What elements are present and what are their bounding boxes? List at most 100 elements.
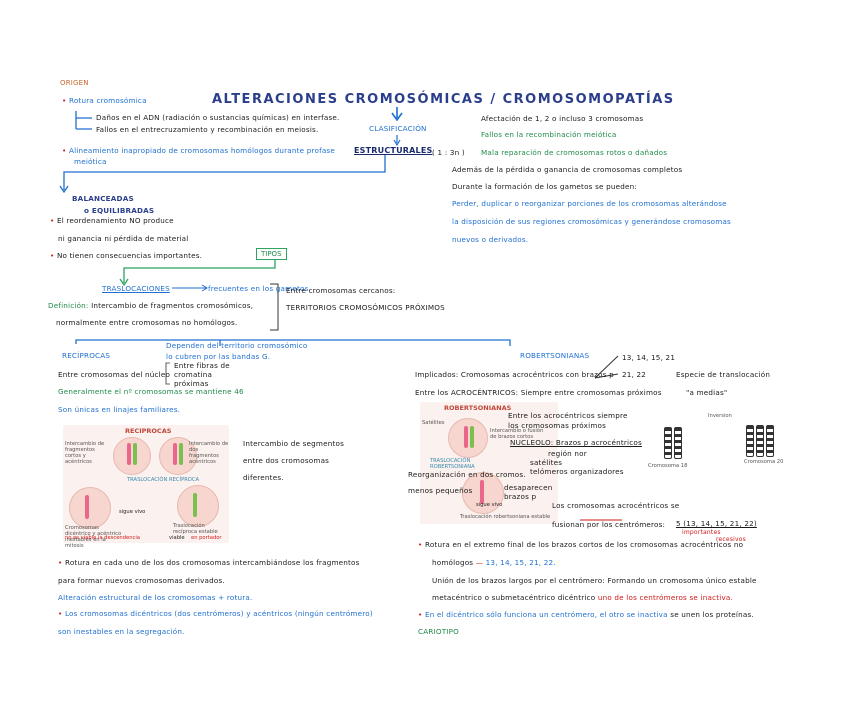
origen-item-1: • Rotura cromosómica [62,96,147,105]
clasif-line-3: Mala reparación de cromosomas rotos o da… [481,148,668,157]
rob-p7: desaparecen [504,483,553,492]
chromosome-red [127,443,131,465]
fig-label-5: Traslocación recíproca estable [173,523,218,535]
cell-circle-top-left [113,437,151,475]
rob-bottom-3: 13, 14, 15, 21, 22. [485,558,556,567]
reciprocas-desc-2: entre dos cromosomas [243,456,330,465]
rob-bottom-1-text: Rotura en el extremo final de los brazos… [424,540,744,549]
fig-label-2: Intercambio de dos fragmentos acéntricos [189,441,229,465]
robertsonianas-arrow-2: 21, 22 [622,370,647,379]
clasif-line-2: Fallos en la recombinación meiótica [481,130,617,139]
rob-fig-4: Traslocación robertsoniana estable [460,514,551,520]
balanceadas-line-2: ni ganancia ni pérdida de material [58,234,189,243]
fig-hand-3: viable [169,535,185,541]
definicion-text: Intercambio de fragmentos cromosómicos, [91,301,254,310]
rotura-line-4: • Los cromosomas dicéntricos (dos centró… [58,609,373,618]
reciprocas-panel-title: RECIPROCAS [125,427,172,435]
rotura-line-3: Alteración estructural de los cromosomas… [58,593,253,602]
reciprocas-line-1: Entre cromosomas del núcleo [58,370,171,379]
rob-p4: región nor [548,449,587,458]
definicion-line-2: normalmente entre cromosomas no homólogo… [56,318,238,327]
reciprocas-note-3: próximas [174,379,209,388]
balanceadas-line-3: • No tienen consecuencias importantes. [50,251,203,260]
origen-item-1-text: Rotura cromosómica [68,96,147,105]
territorios-label: TERRITORIOS CROMOSÓMICOS PRÓXIMOS [286,303,445,312]
equilibradas-label: o EQUILIBRADAS [84,206,155,215]
dependen-line-2: lo cubren por las bandas G. [166,352,271,361]
chromosome-dicentric [85,495,89,519]
rob-p13: 5 (13, 14, 15, 21, 22) [676,519,757,528]
karyotype-chromosome-3 [746,425,754,457]
fig-hand-1: sigue vivo [119,509,146,515]
cell-circle-bottom-right [177,485,219,527]
karyotype-chromosome-2 [674,427,682,459]
robertsonianas-note-1: Especie de translocación [676,370,771,379]
clasif-line-8: nuevos o derivados. [452,235,529,244]
rob-cell-top [448,418,488,458]
fig-hand-4: en portador [191,535,222,541]
karyotype-label-20: Cromosoma 20 [744,459,784,465]
traslocaciones-tail: frecuentes en los gametos. [208,284,312,293]
rob-p2: los cromosomas próximos [508,421,607,430]
clasif-line-5: Durante la formación de los gametos se p… [452,182,638,191]
rob-bottom-7: En el dicéntrico sólo funciona un centró… [424,610,668,619]
balanceadas-line-3-text: No tienen consecuencias importantes. [56,251,203,260]
rob-bottom-2-text: homólogos [432,558,474,567]
chromosome-green [133,443,137,465]
rob-bottom-5-line: metacéntrico o submetacéntrico dicéntric… [432,593,733,602]
chromosome-stable [193,493,197,517]
robertsonianas-panel-title: ROBERTSONIANAS [444,404,512,412]
rob-bottom-2: homólogos — 13, 14, 15, 21, 22. [432,558,556,567]
cariotipo-label: CARIOTIPO [418,627,460,636]
origen-item-2b: meiótica [74,157,107,166]
cercanos-label: Entre cromosomas cercanos: [286,286,396,295]
origen-item-2-text: Alineamiento inapropiado de cromosomas h… [68,146,335,155]
dependen-line-1: Dependen del territorio cromosómico [166,341,308,350]
rob-p6: telómeros organizadores [530,467,624,476]
rob-p14: importantes [682,529,721,536]
origen-sub-2: Fallos en el entrecruzamiento y recombin… [96,125,319,134]
reciprocas-desc-1: Intercambio de segmentos [243,439,345,448]
rob-bottom-5: metacéntrico o submetacéntrico dicéntric… [432,593,596,602]
reciprocas-note-1: Entre fibras de [174,361,230,370]
rob-fig-2: Intercambio o fusión de brazos cortos [490,428,544,440]
rob-p11: Los cromosomas acrocéntricos se [552,501,680,510]
chromosome-green-2 [179,443,183,465]
traslocaciones-label: TRASLOCACIONES [102,284,170,293]
origen-sub-1: Daños en el ADN (radiación o sustancias … [96,113,340,122]
rob-p9: Reorganización en dos cromos. [408,470,526,479]
rob-p1: Entre los acrocéntricos siempre [508,411,628,420]
karyotype-chromosome-1 [664,427,672,459]
chromosome-red-2 [173,443,177,465]
rob-fig-3: TRASLOCACIÓN ROBERTSONIANA [430,458,475,470]
estructurales-label: ESTRUCTURALES [354,146,433,155]
origen-label: ORIGEN [60,79,89,87]
balanceadas-label: BALANCEADAS [72,194,134,203]
robertsonianas-arrow-1: 13, 14, 15, 21 [622,353,676,362]
rob-p8: brazos p [504,492,537,501]
robertsonianas-figure: ROBERTSONIANAS Satélites Intercambio o f… [420,402,558,524]
reciprocas-line-3: Son únicas en linajes familiares. [58,405,181,414]
rob-bottom-6: uno de los centrómeros se inactiva. [597,593,734,602]
rob-p5: satélites [530,458,563,467]
karyotype-figure: Inversion Cromosoma 18 Cromosoma 20 [648,413,808,473]
reciprocas-line-2: Generalmente el nº cromosomas se mantien… [58,387,244,396]
robertsonianas-line-2: Entre los ACROCÉNTRICOS: Siempre entre c… [415,388,662,397]
definicion-line: Definición: Intercambio de fragmentos cr… [48,301,253,310]
rotura-line-5: son inestables en la segregación. [58,627,185,636]
fig-hand-2: no es viable la descendencia [65,535,140,541]
clasif-line-1: Afectación de 1, 2 o incluso 3 cromosoma… [481,114,644,123]
robertsonianas-note-2: "a medias" [686,388,728,397]
rob-bottom-4: Unión de los brazos largos por el centró… [432,576,757,585]
rotura-line-1-text: Rotura en cada uno de los dos cromosomas… [64,558,360,567]
reciprocas-label: RECÍPROCAS [62,351,111,360]
rob-bottom-8: se unen los proteínas. [670,610,754,619]
estructurales-freq: ( 1 : 3n ) [432,148,465,157]
robertsonianas-line-1: Implicados: Cromosomas acrocéntricos con… [415,370,614,379]
reciprocas-note-2: cromatina [174,370,213,379]
rob-chromosome-green [470,426,474,448]
rob-fig-1: Satélites [422,420,445,426]
cell-circle-bottom-left [69,487,111,529]
rotura-line-4-text: Los cromosomas dicéntricos (dos centróme… [64,609,373,618]
